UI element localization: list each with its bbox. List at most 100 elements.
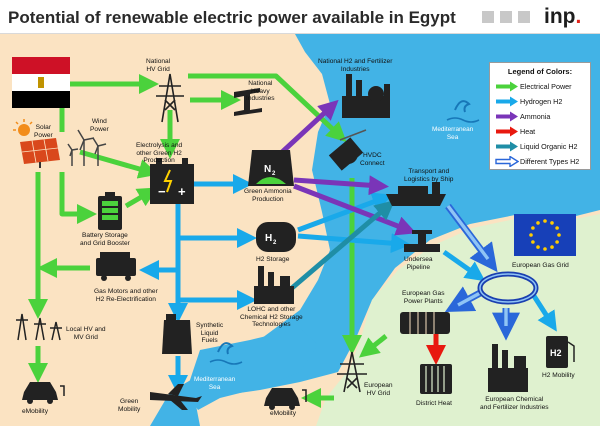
legend-item: Different Types H2 <box>490 154 590 169</box>
inp-logo: inp. <box>544 5 581 29</box>
eu-star-icon <box>531 240 535 244</box>
legend-arrow-icon <box>496 96 518 107</box>
eu-star-icon <box>555 226 559 230</box>
legend-item: Liquid Organic H2 <box>490 139 590 154</box>
arrow-plants-to-eugrid <box>358 334 388 358</box>
arrow-ammonia-to-pipeline <box>293 183 417 236</box>
eu-land-region <box>316 214 600 426</box>
eu-star-icon <box>543 247 547 251</box>
legend-title: Legend of Colors: <box>507 67 573 76</box>
eu-flag-icon <box>514 214 576 256</box>
svg-text:−: − <box>158 184 166 199</box>
legend-item-label: Heat <box>520 127 536 136</box>
legend-arrow-icon <box>495 156 519 167</box>
n2-label: N <box>264 164 271 175</box>
wave-icon <box>446 117 480 123</box>
header-divider <box>0 33 600 34</box>
legend-item-label: Different Types H2 <box>520 157 580 166</box>
ship-icon <box>386 182 446 206</box>
ev-car-icon <box>264 388 307 410</box>
legend-item-label: Liquid Organic H2 <box>520 142 578 151</box>
header-square-decoration <box>482 11 494 23</box>
header-square-decoration <box>500 11 512 23</box>
ammonia-bag-icon: N 2 <box>248 150 294 186</box>
h2-pump-text: H2 <box>550 348 562 358</box>
logo-dot: . <box>575 5 582 28</box>
eu-star-icon <box>557 233 561 237</box>
arrow-gasgrid-to-plants <box>457 290 483 307</box>
local-grid-icon <box>16 313 62 341</box>
legend-arrow-icon <box>496 81 518 92</box>
legend-item: Electrical Power <box>490 79 590 94</box>
wave-icon <box>209 359 243 365</box>
ev-car-icon <box>22 382 65 404</box>
legend-item: Heat <box>490 124 590 139</box>
eu-star-icon <box>550 221 554 225</box>
label-district-heat: District Heat <box>416 400 452 407</box>
gas-grid-ring-icon <box>477 271 539 305</box>
arrow-ship-to-gasgrid <box>446 204 490 261</box>
lohc-plant-icon <box>254 266 294 304</box>
electrolysis-icon: − + <box>150 158 194 204</box>
wave-icon <box>454 100 471 113</box>
eu-star-icon <box>543 219 547 223</box>
radiator-icon <box>420 364 452 394</box>
label-emobility-left: eMobility <box>22 408 49 415</box>
arrow-gasgrid-to-h2mobility <box>531 294 557 332</box>
legend-item-label: Ammonia <box>520 112 551 121</box>
steel-beam-icon <box>234 88 262 116</box>
h2-tank-text: H <box>265 233 272 244</box>
arrow-ammonia-to-ship <box>293 175 389 196</box>
eu-star-icon <box>531 226 535 230</box>
eu-pylon-icon <box>337 351 367 393</box>
wind-turbine-icon <box>67 129 107 166</box>
eu-star-icon <box>529 233 533 237</box>
wave-icon <box>217 342 234 355</box>
page-title: Potential of renewable electric power av… <box>8 8 456 27</box>
arrow-battery-to-electrolysis <box>124 187 158 209</box>
pipeline-valve-icon <box>404 230 440 252</box>
label-h2-mobility: H2 Mobility <box>542 372 575 379</box>
arrow-power-to-battery <box>59 172 97 224</box>
gas-motor-icon <box>96 252 136 281</box>
header-square-decoration <box>518 11 530 23</box>
legend-arrow-icon <box>496 141 518 152</box>
h2-pump-icon: H2 <box>546 336 575 368</box>
pylon-icon <box>156 73 184 123</box>
arrow-power-to-electrolysis <box>79 149 159 179</box>
legend-item-label: Electrical Power <box>520 82 572 91</box>
eu-star-icon <box>536 221 540 225</box>
svg-text:2: 2 <box>273 240 277 246</box>
arrow-lohc-to-ship <box>290 200 395 290</box>
airplane-icon <box>150 384 202 410</box>
h2-tank-icon: H 2 <box>256 222 296 252</box>
sea-top-region <box>150 34 600 426</box>
label-h2-storage: H2 Storage <box>256 256 290 263</box>
solar-panel-icon <box>13 119 60 168</box>
eu-star-icon <box>550 245 554 249</box>
legend-arrow-icon <box>496 111 518 122</box>
legend-item: Hydrogen H2 <box>490 94 590 109</box>
label-eu-gas-grid: European Gas Grid <box>512 262 569 269</box>
arrow-h2storage-to-ship <box>297 192 393 233</box>
